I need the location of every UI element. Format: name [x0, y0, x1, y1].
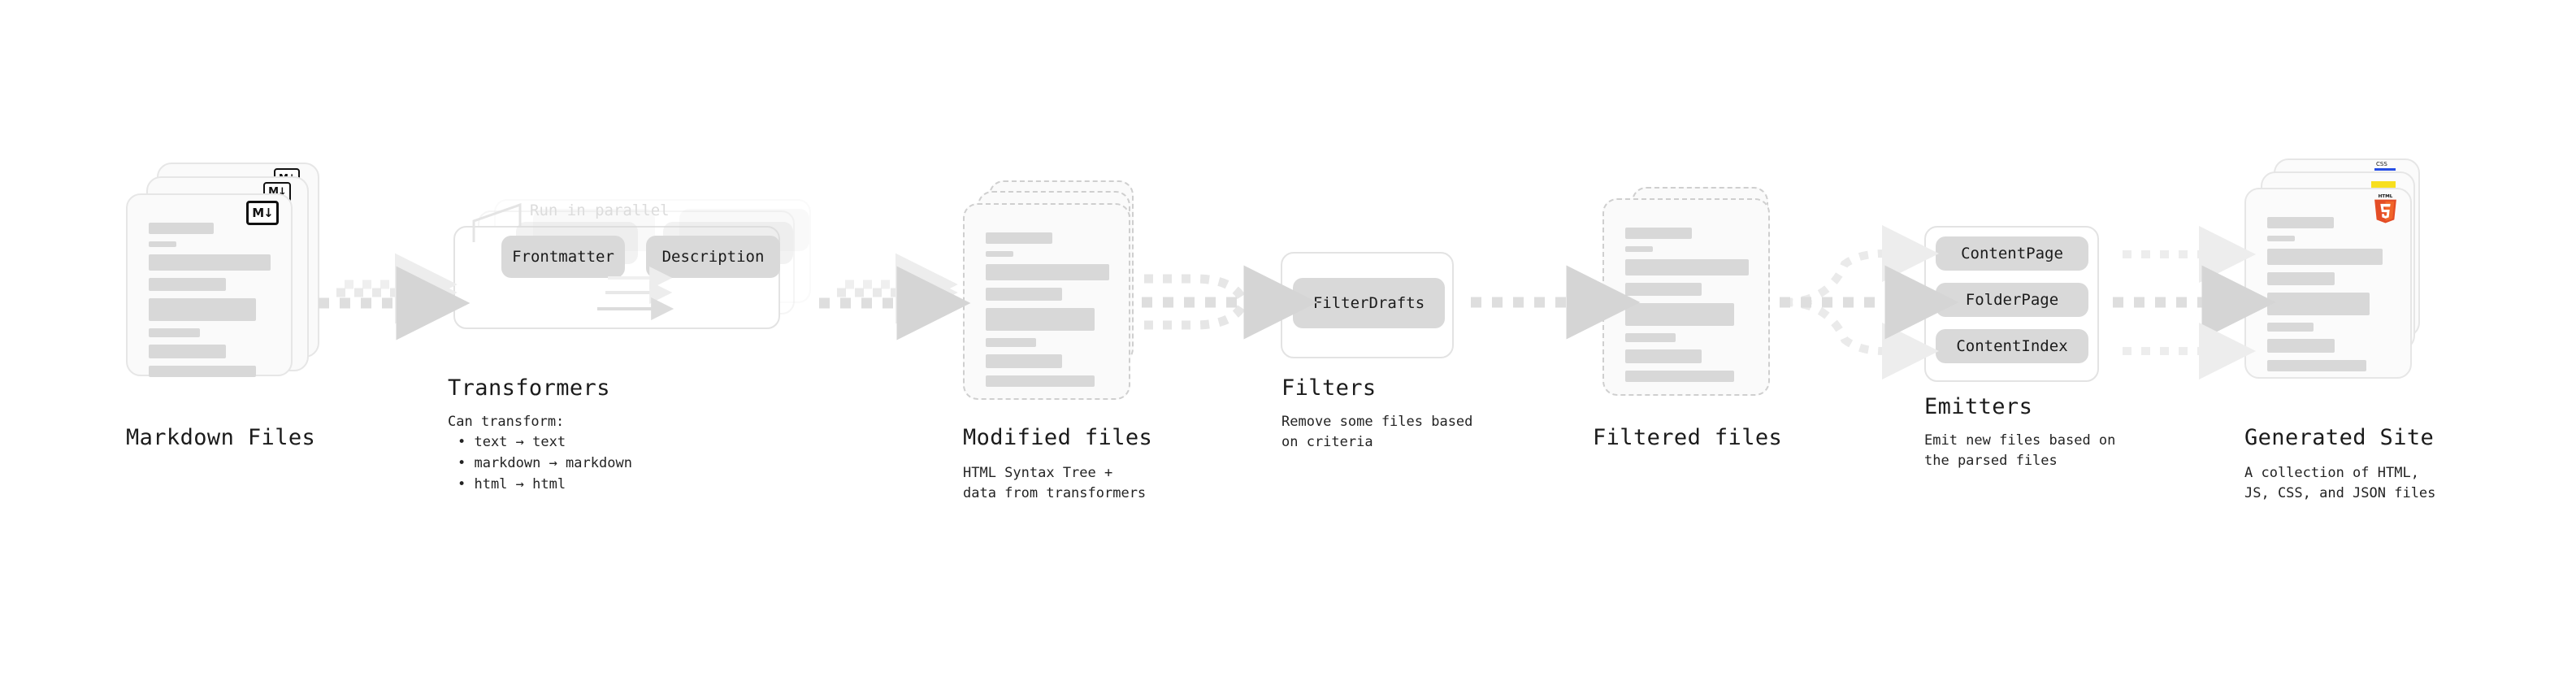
modified-files-description: HTML Syntax Tree + data from transformer…: [963, 465, 1147, 501]
transformer-chip-frontmatter[interactable]: Frontmatter: [501, 236, 625, 278]
generated-placeholder-lines: [2267, 217, 2392, 379]
stage-generated-site: HTML: [2244, 158, 2464, 410]
filters-title: Filters: [1281, 375, 1377, 401]
svg-text:HTML: HTML: [2379, 194, 2393, 199]
transformer-chip-description[interactable]: Description: [646, 236, 780, 278]
filtered-files-title: Filtered files: [1593, 425, 1783, 450]
run-in-parallel-label: Run in parallel: [530, 202, 670, 219]
stage-filtered-files: [1602, 187, 1806, 431]
filter-chip-filterdrafts[interactable]: FilterDrafts: [1293, 278, 1445, 328]
transformers-bullet-0: • text → text: [458, 434, 566, 450]
connector-emitters-to-generated: [2113, 226, 2276, 380]
emitter-chip-contentindex[interactable]: ContentIndex: [1936, 329, 2088, 363]
emitter-chip-folderpage[interactable]: FolderPage: [1936, 283, 2088, 317]
transformers-description: Can transform:: [448, 414, 565, 430]
markdown-placeholder-lines: [149, 223, 273, 384]
stage-modified-files: [963, 180, 1166, 424]
modified-files-title: Modified files: [963, 425, 1153, 450]
generated-site-description: A collection of HTML, JS, CSS, and JSON …: [2244, 465, 2436, 501]
stage-transformers: Frontmatter Description: [439, 199, 821, 362]
emitters-description: Emit new files based on the parsed files: [1924, 432, 2116, 469]
connector-markdown-to-transformers: [319, 253, 471, 340]
emitters-title: Emitters: [1924, 394, 2033, 419]
transformers-title: Transformers: [448, 375, 610, 401]
transformers-bullet-1: • markdown → markdown: [458, 455, 632, 471]
modified-placeholder-lines: [986, 232, 1111, 394]
connector-transformers-to-modified: [819, 253, 971, 340]
generated-site-title: Generated Site: [2244, 425, 2435, 450]
css-badge: [2374, 161, 2396, 171]
filtered-placeholder-lines: [1625, 228, 1750, 389]
filtered-card-front: [1602, 198, 1770, 396]
html5-badge: HTML: [2372, 193, 2399, 224]
markdown-files-title: Markdown Files: [126, 425, 316, 450]
filters-description: Remove some files based on criteria: [1281, 414, 1473, 450]
modified-card-front: [963, 203, 1130, 400]
transformers-bullet-2: • html → html: [458, 476, 566, 492]
markdown-badge-front: M↓: [246, 201, 279, 225]
stage-markdown-files: M↓ M↓ M↓: [126, 163, 329, 414]
emitter-chip-contentpage[interactable]: ContentPage: [1936, 236, 2088, 271]
